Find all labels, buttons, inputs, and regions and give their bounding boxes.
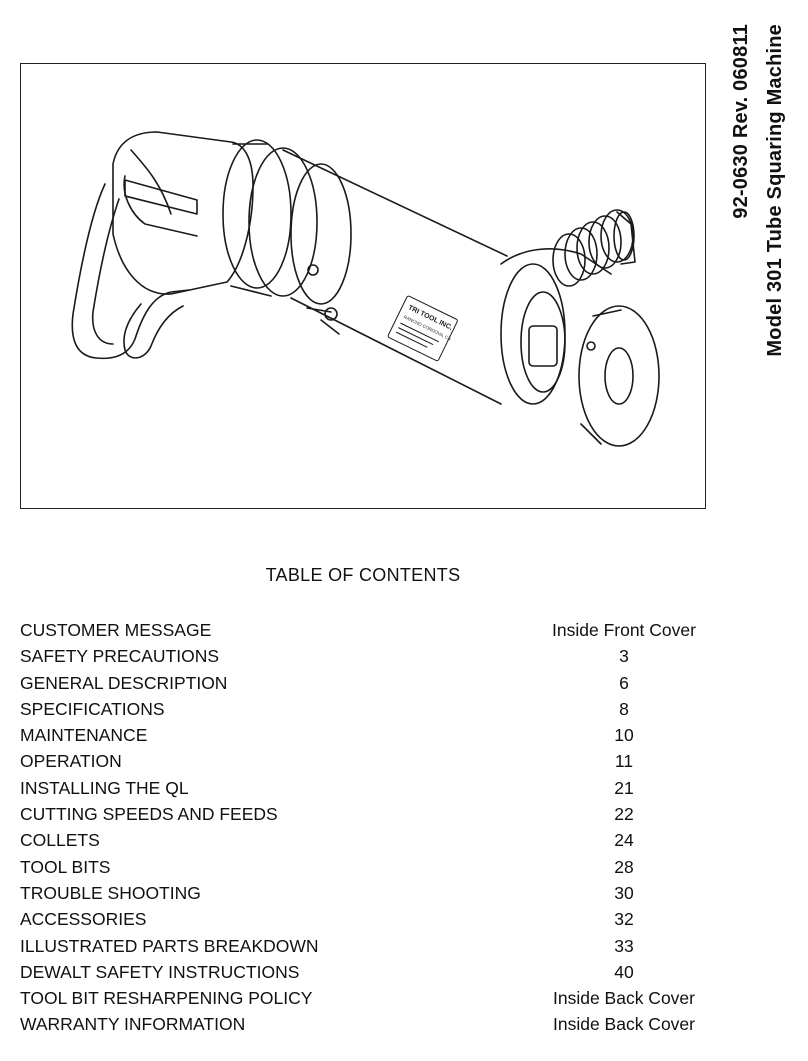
toc-entry: OPERATION 11 bbox=[20, 748, 708, 774]
toc-entry-title: CUSTOMER MESSAGE bbox=[20, 620, 212, 640]
machine-illustration-frame: TRI TOOL INC. RANCHO CORDOVA, CA bbox=[20, 63, 706, 509]
toc-entry-page: 10 bbox=[614, 725, 634, 746]
toc-entry: GENERAL DESCRIPTION 6 bbox=[20, 670, 708, 696]
toc-entry-page: 22 bbox=[614, 804, 634, 825]
handle-grip bbox=[71, 183, 190, 360]
trigger bbox=[123, 303, 184, 359]
toc-entry: DEWALT SAFETY INSTRUCTIONS 40 bbox=[20, 959, 708, 985]
toc-entry-page: 21 bbox=[614, 777, 634, 798]
toc-entry-title: TOOL BIT RESHARPENING POLICY bbox=[20, 988, 313, 1009]
toc-entry: MAINTENANCE 10 bbox=[20, 722, 708, 748]
side-vent bbox=[124, 179, 198, 215]
toc-entry: CUSTOMER MESSAGE Inside Front Cover bbox=[20, 617, 708, 643]
toc-entry-title: ACCESSORIES bbox=[20, 909, 147, 930]
toc-entry-title: WARRANTY INFORMATION bbox=[20, 1014, 246, 1035]
toc-entry-page: 3 bbox=[619, 646, 629, 667]
toc-heading: TABLE OF CONTENTS bbox=[265, 565, 461, 585]
toc-entry-page: Inside Back Cover bbox=[552, 1014, 695, 1035]
toc-entry: TOOL BIT RESHARPENING POLICY Inside Back … bbox=[20, 985, 708, 1011]
toc-entry: ACCESSORIES 32 bbox=[20, 906, 708, 932]
front-disc-outer bbox=[578, 305, 660, 447]
toc-entry-title: DEWALT SAFETY INSTRUCTIONS bbox=[20, 961, 300, 982]
toc-entry: SPECIFICATIONS 8 bbox=[20, 696, 708, 722]
toc-entry: SAFETY PRECAUTIONS 3 bbox=[20, 643, 708, 669]
main-body bbox=[282, 149, 508, 405]
toc-entry-page: 6 bbox=[619, 672, 629, 693]
toc-entry-page: 28 bbox=[614, 856, 634, 877]
document-number-revision: 92-0630 Rev. 060811 bbox=[730, 24, 752, 219]
document-side-title: 92-0630 Rev. 060811 Model 301 Tube Squar… bbox=[724, 24, 804, 408]
motor-collar-2 bbox=[248, 147, 318, 297]
toc-entry: ILLUSTRATED PARTS BREAKDOWN 33 bbox=[20, 933, 708, 959]
toc-entry-page: 33 bbox=[614, 935, 634, 956]
end-cap bbox=[616, 211, 636, 265]
toc-entry-page: Inside Front Cover bbox=[552, 620, 696, 640]
motor-collar-1 bbox=[222, 139, 292, 289]
table-of-contents: CUSTOMER MESSAGE Inside Front Cover SAFET… bbox=[20, 617, 708, 1038]
toc-entry: COLLETS 24 bbox=[20, 827, 708, 853]
toc-entry-title: OPERATION bbox=[20, 751, 122, 772]
rear-housing bbox=[112, 131, 254, 295]
front-disc-inner bbox=[604, 347, 634, 405]
document-model-title: Model 301 Tube Squaring Machine bbox=[764, 24, 786, 357]
toc-entry: WARRANTY INFORMATION Inside Back Cover bbox=[20, 1011, 708, 1037]
toc-entry: INSTALLING THE QL 21 bbox=[20, 775, 708, 801]
toc-entry-title: CUTTING SPEEDS AND FEEDS bbox=[20, 804, 278, 825]
toc-entry-title: GENERAL DESCRIPTION bbox=[20, 672, 228, 693]
toc-entry-title: SAFETY PRECAUTIONS bbox=[20, 646, 220, 667]
toc-entry-page: 11 bbox=[614, 751, 634, 772]
toc-entry-page: 32 bbox=[614, 909, 634, 930]
toc-entry-title: COLLETS bbox=[20, 830, 100, 851]
toc-entry-page: 30 bbox=[614, 882, 634, 903]
toc-entry-title: INSTALLING THE QL bbox=[20, 777, 189, 798]
tube-squaring-machine-illustration: TRI TOOL INC. RANCHO CORDOVA, CA bbox=[71, 131, 660, 447]
lock-screw bbox=[307, 264, 319, 276]
toc-entry-page: Inside Back Cover bbox=[552, 988, 695, 1009]
handle-grip-inner bbox=[91, 198, 120, 345]
toc-entry-title: MAINTENANCE bbox=[20, 725, 148, 746]
toc-entry-title: TROUBLE SHOOTING bbox=[20, 882, 201, 903]
toc-entry-title: ILLUSTRATED PARTS BREAKDOWN bbox=[20, 935, 319, 956]
toc-entry: TROUBLE SHOOTING 30 bbox=[20, 880, 708, 906]
toc-entry-page: 40 bbox=[614, 961, 634, 982]
toc-entry-page: 8 bbox=[619, 698, 629, 719]
spring-section bbox=[552, 209, 634, 287]
toc-entry: TOOL BITS 28 bbox=[20, 854, 708, 880]
toc-entry: CUTTING SPEEDS AND FEEDS 22 bbox=[20, 801, 708, 827]
toc-entry-title: SPECIFICATIONS bbox=[20, 698, 165, 719]
toc-entry-title: TOOL BITS bbox=[20, 856, 111, 877]
gear-housing bbox=[500, 248, 612, 275]
toc-entry-page: 24 bbox=[614, 830, 634, 851]
